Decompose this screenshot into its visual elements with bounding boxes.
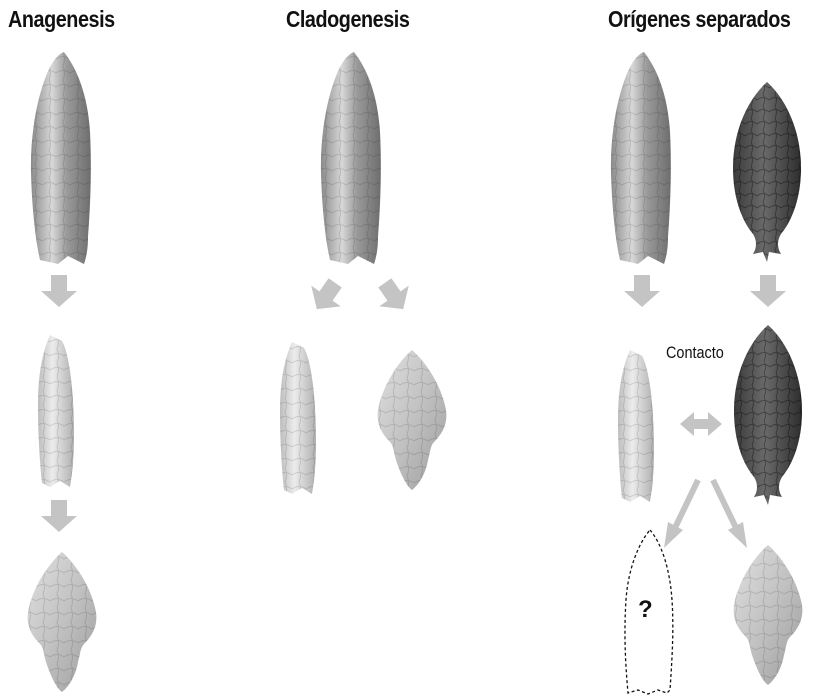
dark-point-origins-top	[733, 82, 801, 262]
down-right-arrow-icon	[370, 273, 418, 320]
down-left-arrow-icon	[302, 273, 350, 320]
down-arrow-icon	[624, 275, 660, 307]
stemmed-point-cladogenesis	[378, 350, 447, 490]
clovis-point-anagenesis	[31, 52, 91, 264]
stemmed-point-anagenesis	[28, 552, 97, 692]
dark-point-origins-bottom	[734, 325, 802, 505]
lanceolate-point-anagenesis	[38, 335, 74, 487]
clovis-point-origins	[611, 52, 671, 264]
down-arrow-icon	[750, 275, 786, 307]
down-arrow-icon	[41, 500, 77, 532]
down-arrow-icon	[41, 275, 77, 307]
clovis-point-cladogenesis	[321, 52, 381, 264]
diagonal-arrow-left-icon	[664, 480, 698, 548]
diagonal-arrow-right-icon	[713, 480, 747, 548]
lanceolate-point-origins	[618, 350, 654, 502]
contact-label: Contacto	[666, 343, 724, 363]
double-arrow-icon	[680, 412, 722, 436]
stemmed-point-origins	[734, 545, 803, 685]
lanceolate-point-cladogenesis	[280, 342, 316, 494]
unknown-question-mark: ?	[638, 596, 653, 624]
